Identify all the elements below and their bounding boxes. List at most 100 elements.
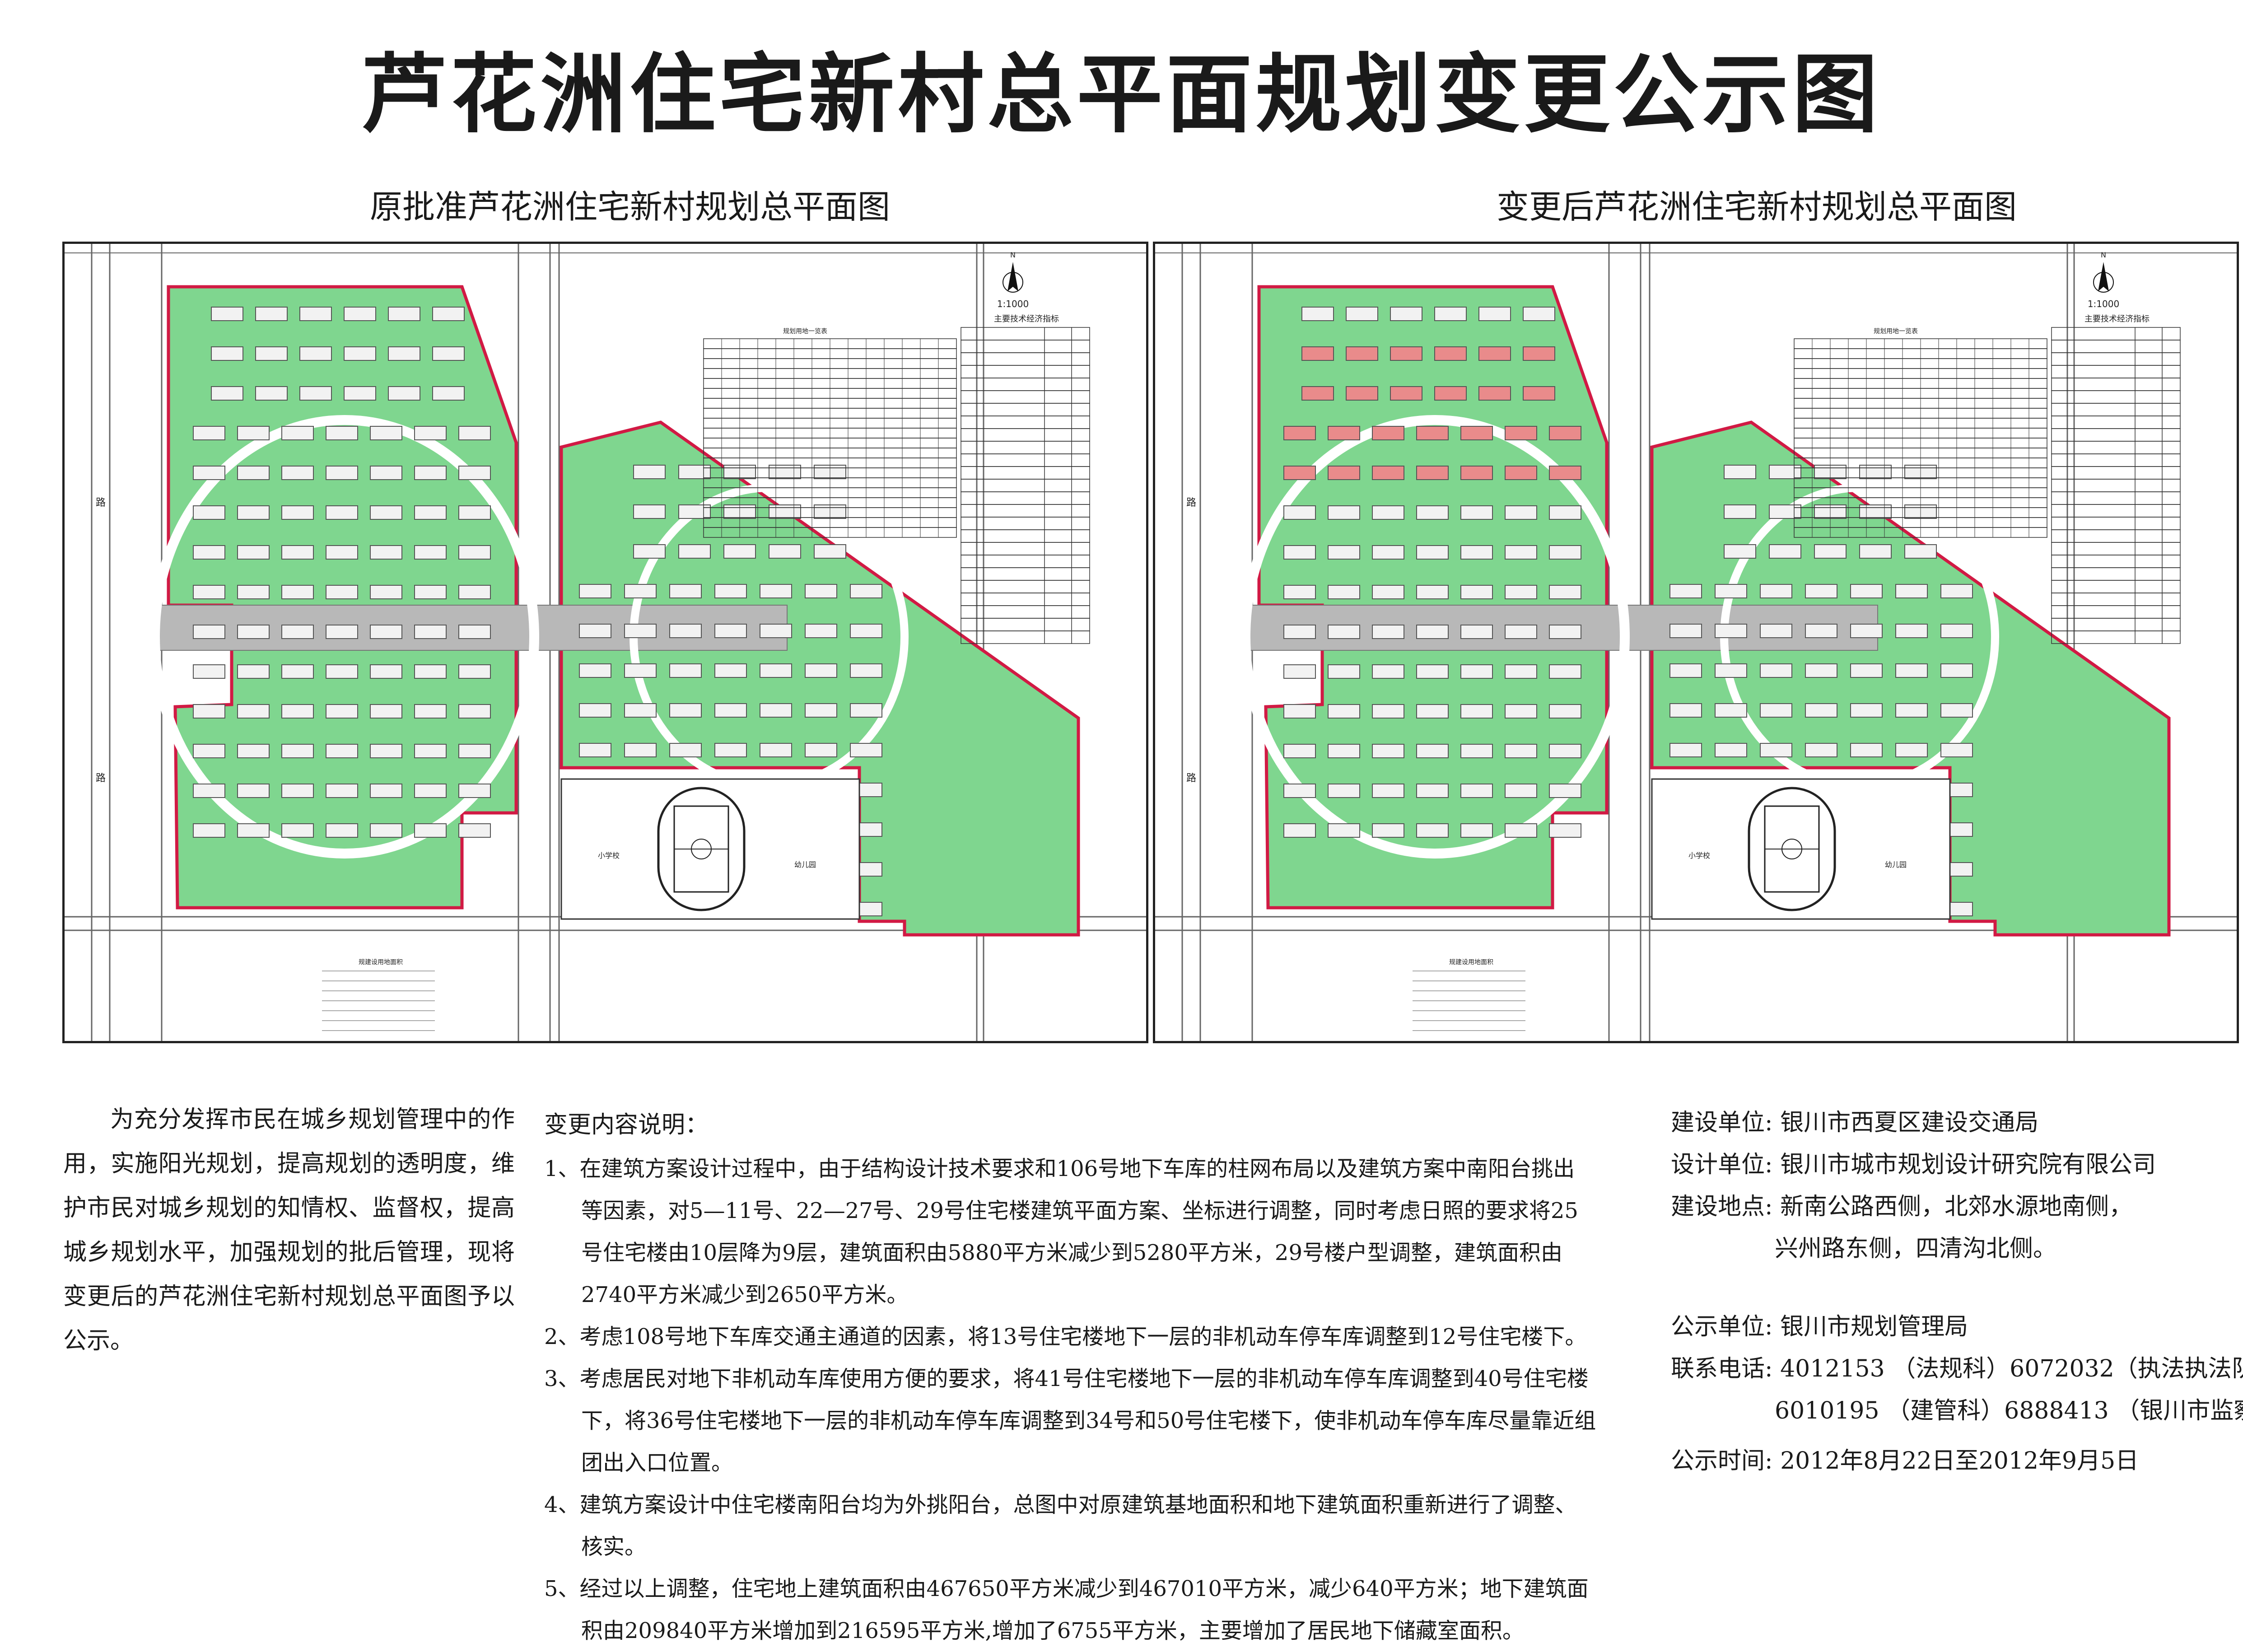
residential-building bbox=[1283, 744, 1316, 758]
residential-building bbox=[1460, 585, 1493, 599]
residential-building bbox=[370, 585, 402, 599]
residential-building bbox=[1372, 744, 1404, 758]
residential-building bbox=[1434, 386, 1467, 401]
residential-building bbox=[1940, 743, 1973, 757]
residential-building bbox=[1460, 704, 1493, 719]
residential-building bbox=[281, 744, 314, 758]
residential-building bbox=[1669, 584, 1702, 598]
stats-table-row bbox=[961, 479, 1090, 492]
residential-building bbox=[769, 504, 801, 519]
residential-building bbox=[1859, 544, 1892, 559]
stats-table-row bbox=[2051, 542, 2181, 555]
pitch-centre-circle bbox=[1781, 839, 1802, 859]
residential-building bbox=[805, 584, 837, 598]
road-label: 路 bbox=[96, 773, 106, 784]
school-label: 小学校 bbox=[598, 851, 620, 860]
residential-building bbox=[1390, 386, 1422, 401]
residential-building bbox=[1460, 625, 1493, 639]
residential-building bbox=[237, 823, 270, 838]
residential-building bbox=[1850, 584, 1883, 598]
residential-building bbox=[326, 664, 358, 679]
residential-building bbox=[193, 784, 225, 798]
residential-building bbox=[1460, 784, 1493, 798]
residential-building bbox=[1549, 466, 1581, 480]
residential-building bbox=[1805, 624, 1837, 638]
residential-building bbox=[414, 505, 447, 520]
phone-line1: 4012153 （法规科）6072032（执法执法队） bbox=[1780, 1355, 2243, 1382]
residential-building bbox=[1669, 743, 1702, 757]
residential-building bbox=[1895, 624, 1928, 638]
residential-building bbox=[1346, 346, 1378, 361]
site-label: 建设地点: bbox=[1671, 1193, 1773, 1220]
residential-building bbox=[1372, 704, 1404, 719]
scale-label: 1:1000 bbox=[997, 299, 1029, 309]
notice-text: 为充分发挥市民在城乡规划管理中的作用，实施阳光规划，提高规划的透明度，维护市民对… bbox=[63, 1106, 515, 1354]
residential-building bbox=[414, 466, 447, 480]
residential-building bbox=[1760, 703, 1792, 718]
residential-building bbox=[458, 744, 491, 758]
residential-building bbox=[370, 545, 402, 560]
residential-building bbox=[1328, 704, 1360, 719]
residential-building bbox=[1283, 784, 1316, 798]
stats-table-row bbox=[2051, 479, 2181, 492]
left-map-subtitle: 原批准芦花洲住宅新村规划总平面图 bbox=[369, 188, 890, 226]
residential-building bbox=[281, 625, 314, 639]
residential-building bbox=[388, 386, 420, 401]
change-item-1: 1、在建筑方案设计过程中，由于结构设计技术要求和106号地下车库的柱网布局以及建… bbox=[544, 1156, 1578, 1307]
residential-building bbox=[281, 823, 314, 838]
residential-building bbox=[1283, 426, 1316, 440]
north-arrow-ring bbox=[1003, 272, 1023, 293]
residential-building bbox=[1523, 386, 1555, 401]
residential-building bbox=[1416, 545, 1449, 560]
stats-table-title: 主要技术经济指标 bbox=[994, 314, 1059, 324]
stats-table-row bbox=[961, 378, 1090, 391]
residential-building bbox=[1549, 625, 1581, 639]
residential-building bbox=[255, 307, 288, 321]
lot-table bbox=[703, 338, 957, 538]
residential-building bbox=[281, 505, 314, 520]
residential-building bbox=[211, 346, 243, 361]
stats-table bbox=[961, 327, 1090, 644]
residential-building bbox=[760, 584, 792, 598]
residential-building bbox=[1416, 466, 1449, 480]
residential-building bbox=[1390, 346, 1422, 361]
change-item-3: 3、考虑居民对地下非机动车库使用方便的要求，将41号住宅楼地下一层的非机动车停车… bbox=[544, 1366, 1596, 1475]
legend-box: 规建设用地面积 bbox=[322, 959, 435, 1031]
residential-building bbox=[669, 663, 702, 678]
residential-building bbox=[237, 704, 270, 719]
residential-building bbox=[1505, 704, 1537, 719]
site-value-line1: 新南公路西侧，北郊水源地南侧， bbox=[1780, 1193, 2133, 1220]
residential-building bbox=[1859, 465, 1892, 479]
residential-building bbox=[281, 784, 314, 798]
residential-building bbox=[370, 625, 402, 639]
residential-building bbox=[458, 625, 491, 639]
residential-building bbox=[1460, 505, 1493, 520]
residential-building bbox=[326, 625, 358, 639]
residential-building bbox=[1328, 823, 1360, 838]
stats-table-row bbox=[2051, 428, 2181, 442]
stats-table-row bbox=[2051, 618, 2181, 631]
residential-building bbox=[624, 624, 657, 638]
residential-building bbox=[1760, 743, 1792, 757]
kindergarten-label: 幼儿园 bbox=[1885, 860, 1907, 869]
residential-building bbox=[458, 664, 491, 679]
residential-building bbox=[1769, 504, 1801, 519]
project-info: 建设单位: 银川市西夏区建设交通局 设计单位: 银川市城市规划设计研究院有限公司… bbox=[1671, 1102, 2243, 1482]
residential-building bbox=[669, 584, 702, 598]
stats-table-row bbox=[2051, 340, 2181, 353]
stats-table-row bbox=[961, 618, 1090, 631]
residential-building bbox=[414, 545, 447, 560]
stats-table-row bbox=[2051, 365, 2181, 378]
residential-building bbox=[1372, 664, 1404, 679]
residential-building bbox=[1328, 585, 1360, 599]
stats-table-row bbox=[961, 593, 1090, 606]
residential-building bbox=[1549, 744, 1581, 758]
residential-building bbox=[458, 545, 491, 560]
residential-building bbox=[1549, 545, 1581, 560]
stats-table-row bbox=[2051, 504, 2181, 518]
residential-building bbox=[326, 585, 358, 599]
changes-title: 变更内容说明： bbox=[544, 1111, 709, 1139]
residential-building bbox=[1372, 585, 1404, 599]
residential-building bbox=[1416, 823, 1449, 838]
